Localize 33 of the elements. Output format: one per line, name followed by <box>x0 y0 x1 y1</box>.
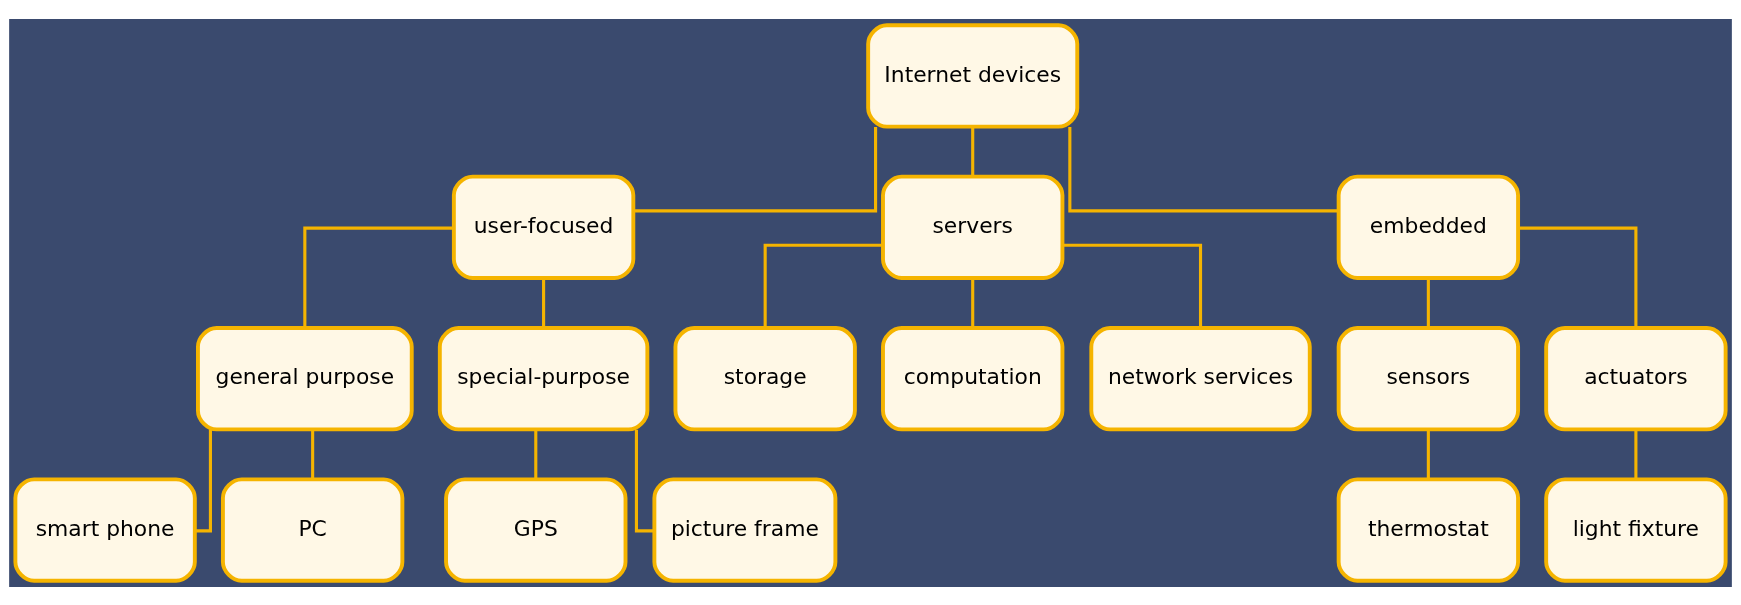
node-box: light fixture <box>1544 476 1728 583</box>
node-box: computation <box>881 325 1065 431</box>
node-box: network services <box>1089 325 1312 431</box>
connector <box>1068 126 1339 212</box>
connector <box>763 243 883 327</box>
connector <box>633 126 878 212</box>
node-box: actuators <box>1544 325 1728 431</box>
node-box: special-purpose <box>437 325 650 431</box>
connector <box>1426 277 1430 328</box>
connector <box>1634 429 1638 479</box>
node-box: storage <box>673 325 857 431</box>
connector <box>1426 429 1430 479</box>
node-box: embedded <box>1336 174 1521 280</box>
connector <box>534 429 538 479</box>
node-box: GPS <box>444 476 628 583</box>
node-box: sensors <box>1336 325 1521 431</box>
node-box: picture frame <box>652 476 838 583</box>
connector <box>303 226 454 328</box>
connector <box>971 277 975 328</box>
connector <box>1062 243 1203 327</box>
connector <box>194 429 212 532</box>
connector <box>1518 226 1638 328</box>
node-box: user-focused <box>451 174 636 280</box>
connector <box>542 277 546 328</box>
node-box: PC <box>220 476 405 583</box>
connector <box>311 429 315 479</box>
node-box: Internet devices <box>866 22 1080 129</box>
node-box: servers <box>881 174 1065 280</box>
connector <box>634 429 655 532</box>
node-box: thermostat <box>1336 476 1521 583</box>
node-box: general purpose <box>196 325 414 431</box>
connector <box>971 126 975 176</box>
node-box: smart phone <box>13 476 197 583</box>
